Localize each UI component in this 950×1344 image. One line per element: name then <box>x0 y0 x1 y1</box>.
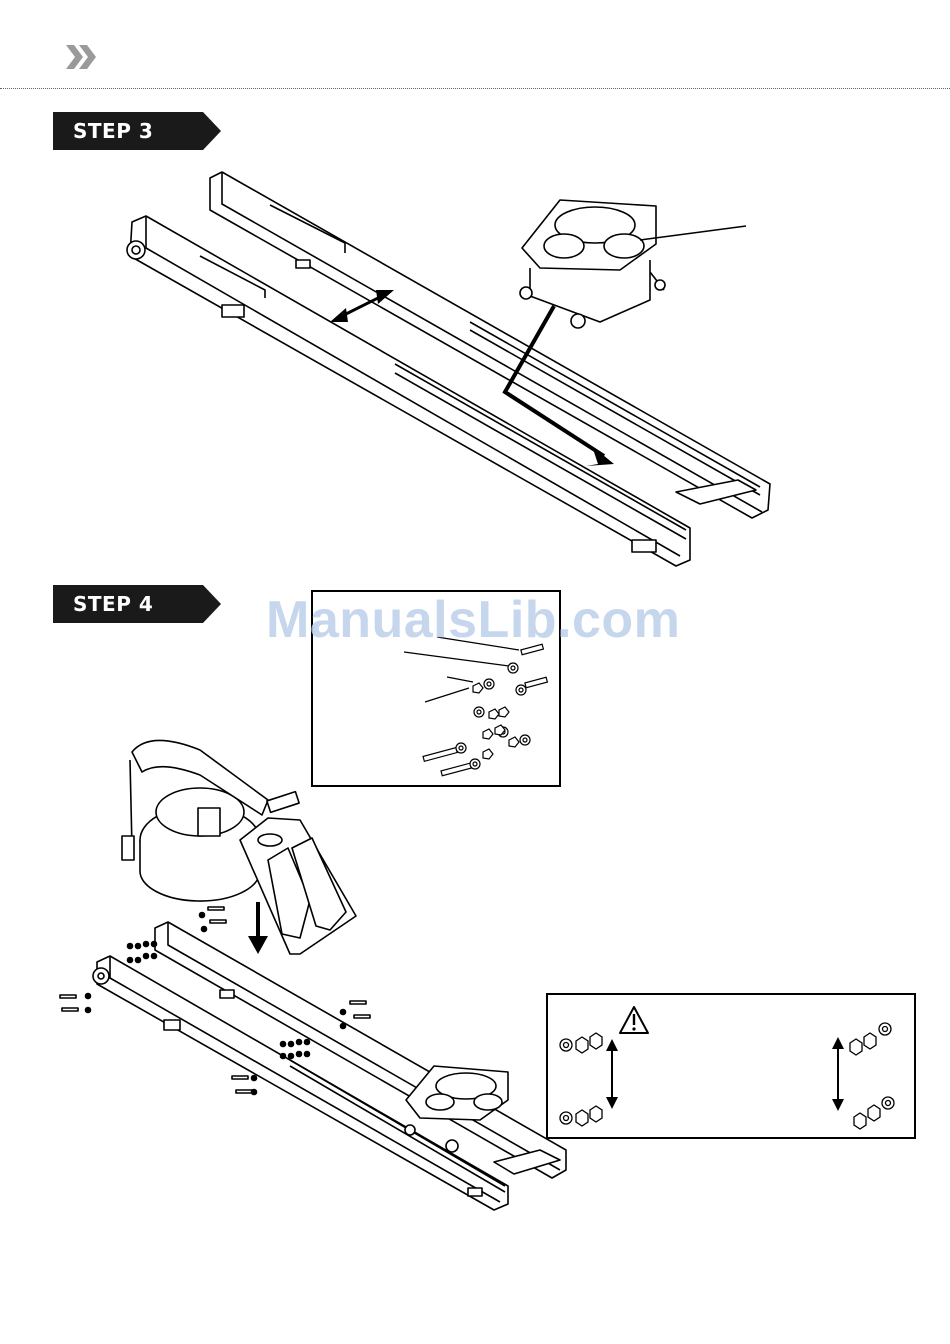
rails <box>97 922 566 1210</box>
orientation-box <box>546 993 916 1139</box>
washer-icon <box>560 1023 894 1124</box>
warning-triangle-icon <box>620 1007 648 1033</box>
watermark: ManualsLib.com <box>266 590 706 650</box>
